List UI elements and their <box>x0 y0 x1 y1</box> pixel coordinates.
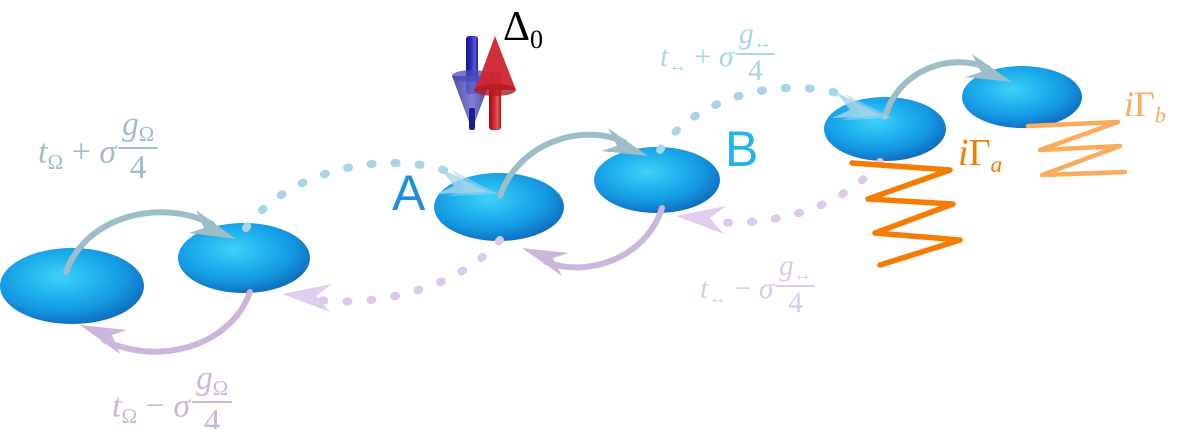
g-symbol: g <box>122 106 139 143</box>
spin-up-arrow[interactable] <box>474 36 516 130</box>
t-subscript: Ω <box>121 404 138 429</box>
decay-wave-b[interactable] <box>1025 119 1128 178</box>
fraction-numerator: g↔ <box>775 250 815 285</box>
dotted-arrows-backward <box>282 158 884 312</box>
arrowhead-overlays <box>448 94 892 196</box>
lattice-sites <box>0 66 1086 330</box>
detuning-subscript: 0 <box>530 24 544 54</box>
fraction-numerator: g↔ <box>735 18 775 53</box>
detuning-label: Δ0 <box>503 6 543 53</box>
g-subscript: ↔ <box>793 264 812 285</box>
sigma-symbol: σ <box>758 272 774 305</box>
detuning-symbol: Δ <box>503 4 531 50</box>
t-symbol: t <box>700 272 709 305</box>
lattice-site-6[interactable] <box>962 66 1086 134</box>
coupling-fraction: g↔4 <box>735 18 776 87</box>
lattice-site-4[interactable] <box>594 147 724 219</box>
fraction-denominator: 4 <box>788 286 803 319</box>
imaginary-unit: i <box>1124 84 1135 124</box>
fraction-bar <box>118 147 159 150</box>
fraction-denominator: 4 <box>203 403 221 429</box>
hop-arrow-5-to-6[interactable] <box>882 54 1012 120</box>
hop-arrow-4-to-3[interactable] <box>522 205 665 276</box>
gamma-subscript: b <box>1154 102 1166 128</box>
t-symbol: t <box>112 387 122 425</box>
decay-rate-label-b: iΓb <box>1124 86 1166 127</box>
sigma-symbol: σ <box>718 40 734 73</box>
t-symbol: t <box>660 40 669 73</box>
g-symbol: g <box>778 250 794 282</box>
g-symbol: g <box>196 360 213 397</box>
hop-arrow-1-to-2[interactable] <box>63 209 236 275</box>
t-subscript: ↔ <box>668 55 687 77</box>
fraction-denominator: 4 <box>129 149 147 187</box>
t-symbol: t <box>38 133 48 171</box>
fraction-numerator: gΩ <box>192 362 232 401</box>
fraction-denominator: 4 <box>748 54 763 87</box>
sigma-symbol: σ <box>173 387 191 425</box>
gamma-subscript: a <box>990 152 1003 179</box>
operator: − <box>145 387 165 425</box>
fraction-bar <box>192 401 233 404</box>
hop-arrow-2-to-1[interactable] <box>80 289 253 355</box>
operator: + <box>71 133 91 171</box>
spin-arrow-pair <box>452 36 516 130</box>
sigma-symbol: σ <box>99 133 117 171</box>
operator: + <box>694 40 712 73</box>
hopping-arrows-forward <box>63 54 1012 275</box>
site-label-b: B <box>725 121 759 177</box>
fraction-bar <box>775 284 816 288</box>
dotted-hop-5-to-4[interactable] <box>676 158 884 234</box>
g-subscript: Ω <box>138 124 155 147</box>
g-subscript: ↔ <box>753 32 772 53</box>
operator: − <box>734 272 752 305</box>
decay-wave-a[interactable] <box>849 160 963 268</box>
gamma-symbol: Γ <box>968 132 991 174</box>
imaginary-unit: i <box>958 132 969 174</box>
decay-rate-label-a: iΓa <box>958 134 1002 178</box>
lattice-site-2[interactable] <box>178 223 314 299</box>
fraction-bar <box>735 52 776 56</box>
t-subscript: ↔ <box>708 287 727 309</box>
gamma-symbol: Γ <box>1134 84 1155 124</box>
g-symbol: g <box>738 18 754 50</box>
site-label-a: A <box>392 165 426 221</box>
t-subscript: Ω <box>47 150 64 175</box>
dotted-hop-3-to-2[interactable] <box>282 236 504 312</box>
coupling-fraction: g↔4 <box>775 250 816 319</box>
decay-waves <box>849 119 1128 268</box>
hopping-arrows-backward <box>80 205 665 355</box>
g-subscript: Ω <box>212 378 229 401</box>
lattice-site-1[interactable] <box>0 248 148 330</box>
hop-arrow-3-to-4[interactable] <box>497 128 648 199</box>
fraction-numerator: gΩ <box>118 108 158 147</box>
